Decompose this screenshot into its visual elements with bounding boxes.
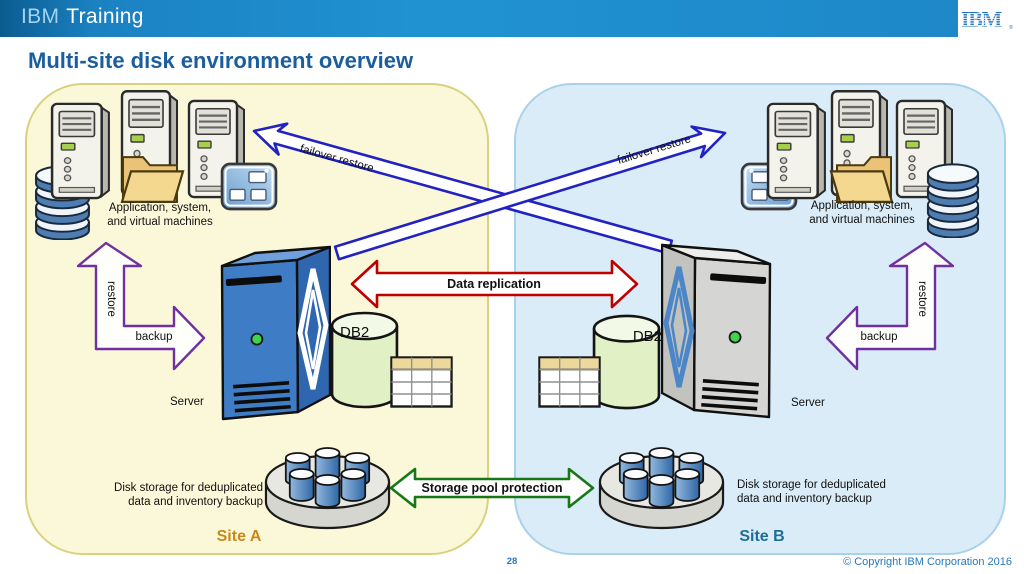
site-b-restore-label: restore	[916, 281, 928, 317]
site-b-name: Site B	[739, 528, 785, 545]
site-b-backup-label: backup	[860, 331, 898, 343]
site-a-disk-label: Disk storage for deduplicated data and i…	[114, 482, 263, 508]
site-b-db2-label: DB2	[632, 328, 662, 345]
site-a-backup-label: backup	[135, 331, 173, 343]
site-a-restore-label: restore	[105, 281, 117, 317]
header-brand-ibm: IBM	[21, 5, 60, 28]
site-b-disk-label: Disk storage for deduplicated data and i…	[737, 479, 886, 505]
server-tower-icon-b	[661, 243, 773, 423]
header-brand-training: Training	[66, 5, 144, 28]
copyright-notice: © Copyright IBM Corporation 2016	[843, 556, 1012, 568]
disk-pool-icon	[262, 440, 393, 536]
ibm-logo-icon: IBM ®	[961, 8, 1013, 31]
folder-icon	[120, 149, 186, 206]
table-icon	[538, 356, 601, 408]
storage-pool-protection-label: Storage pool protection	[421, 481, 563, 495]
header-brand: IBM Training	[21, 5, 144, 29]
table-icon	[390, 356, 453, 408]
site-a-server-label: Server	[170, 396, 204, 408]
data-replication-label: Data replication	[447, 277, 541, 291]
header-bar: IBM Training	[0, 0, 958, 37]
tower-server-icon	[766, 100, 828, 200]
folder-icon	[828, 149, 894, 206]
site-a-name: Site A	[216, 528, 262, 545]
site-b-server-label: Server	[791, 397, 825, 409]
site-b-apps-label: Application, system, and virtual machine…	[809, 200, 915, 226]
svg-text:®: ®	[1009, 24, 1013, 31]
site-a-db2-label: DB2	[340, 324, 370, 341]
page-title: Multi-site disk environment overview	[28, 48, 414, 73]
server-tower-icon-a	[219, 245, 331, 425]
site-a-apps-label: Application, system, and virtual machine…	[107, 202, 213, 228]
tower-server-icon	[50, 100, 112, 200]
disk-pool-icon	[596, 440, 727, 536]
page-number: 28	[506, 556, 518, 567]
svg-text:IBM: IBM	[961, 8, 1003, 31]
